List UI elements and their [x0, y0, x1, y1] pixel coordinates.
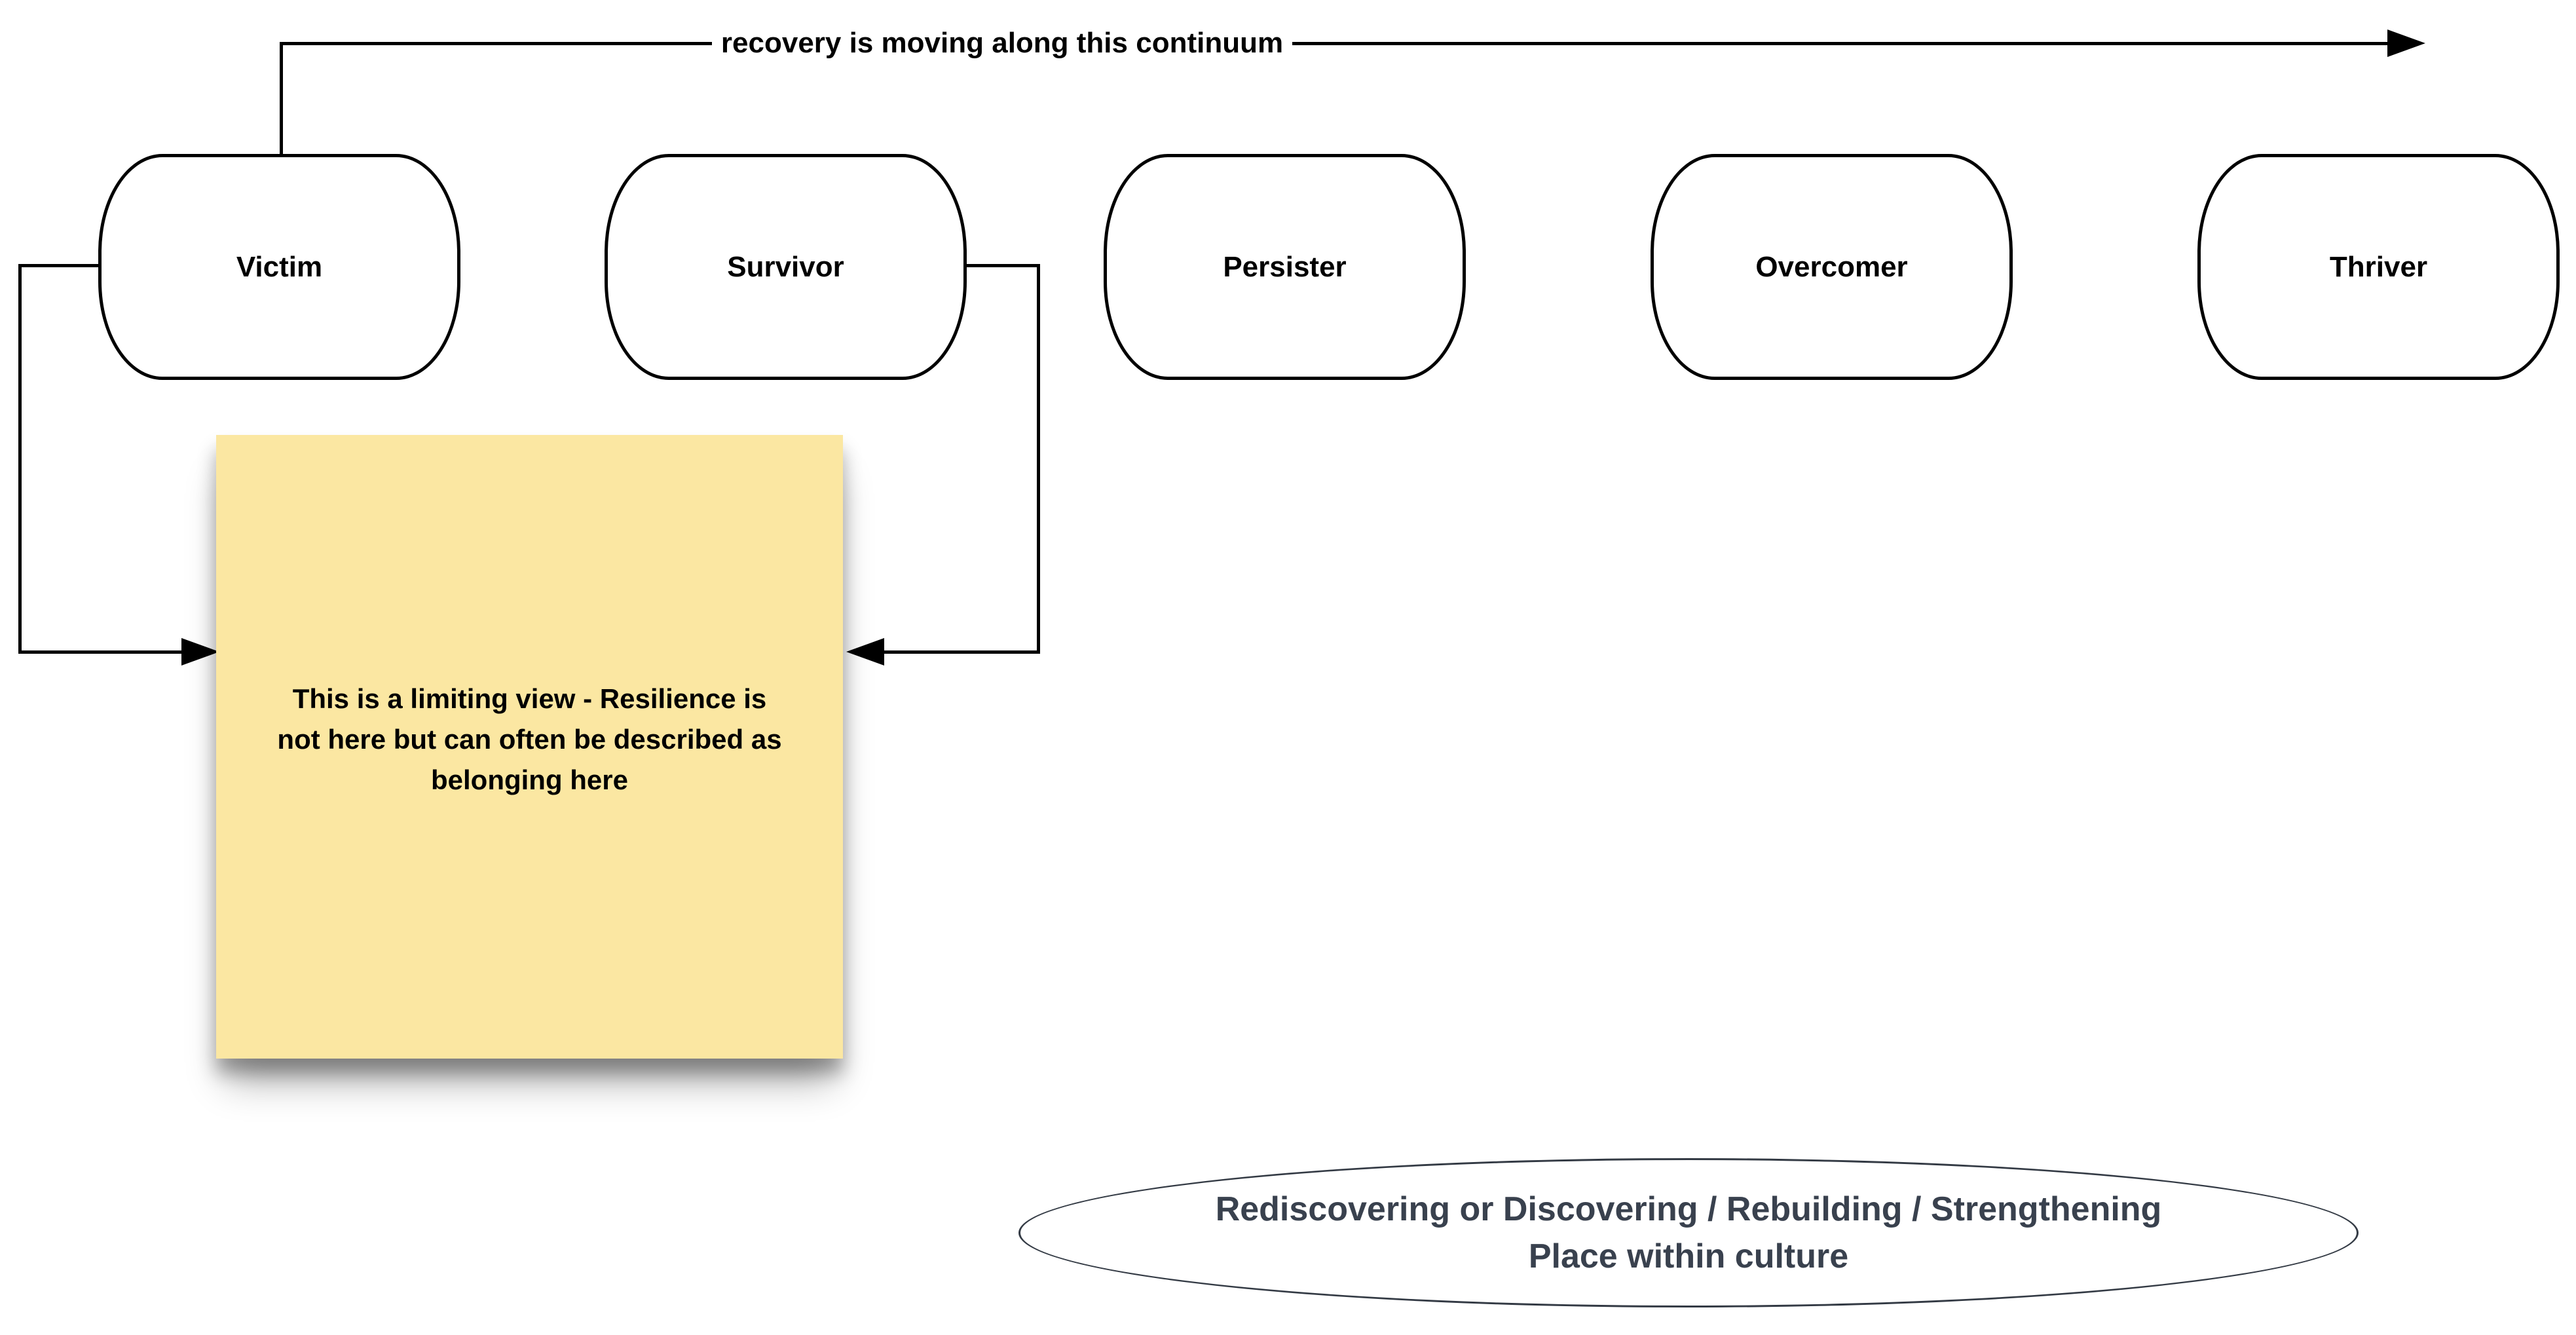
continuum-arrow-riser [280, 42, 283, 155]
survivor-connector-vertical [1037, 264, 1040, 654]
culture-ellipse: Rediscovering or Discovering / Rebuildin… [1018, 1158, 2359, 1307]
sticky-note-line: not here but can often be described as [277, 724, 782, 755]
continuum-arrow-label: recovery is moving along this continuum [711, 25, 1293, 62]
culture-ellipse-line: Rediscovering or Discovering / Rebuildin… [1215, 1190, 2162, 1228]
sticky-note: This is a limiting view - Resilience is … [216, 435, 843, 1059]
continuum-arrowhead-icon [2387, 29, 2425, 57]
sticky-note-line: belonging here [430, 764, 628, 795]
victim-connector-bottom [18, 650, 183, 654]
continuum-arrow-label-wrap: recovery is moving along this continuum [675, 25, 1330, 62]
stage-pill-survivor: Survivor [605, 154, 967, 380]
stage-pill-thriver: Thriver [2197, 154, 2560, 380]
stage-label-thriver: Thriver [2329, 250, 2428, 283]
culture-ellipse-text: Rediscovering or Discovering / Rebuildin… [1216, 1186, 2162, 1280]
culture-ellipse-line: Place within culture [1528, 1237, 1849, 1275]
stage-label-victim: Victim [236, 250, 323, 283]
sticky-note-text: This is a limiting view - Resilience is … [216, 679, 843, 800]
stage-label-persister: Persister [1223, 250, 1347, 283]
survivor-connector-top [964, 264, 1040, 267]
victim-connector-vertical [18, 264, 22, 654]
survivor-connector-arrowhead-icon [846, 638, 884, 666]
victim-connector-top [18, 264, 100, 267]
victim-connector-arrowhead-icon [181, 638, 219, 666]
continuum-arrow-line [280, 42, 2389, 45]
stage-pill-persister: Persister [1104, 154, 1466, 380]
stage-pill-victim: Victim [98, 154, 460, 380]
survivor-connector-bottom [884, 650, 1040, 654]
stage-label-overcomer: Overcomer [1755, 250, 1908, 283]
sticky-note-line: This is a limiting view - Resilience is [292, 683, 767, 714]
stage-label-survivor: Survivor [727, 250, 844, 283]
stage-pill-overcomer: Overcomer [1651, 154, 2013, 380]
